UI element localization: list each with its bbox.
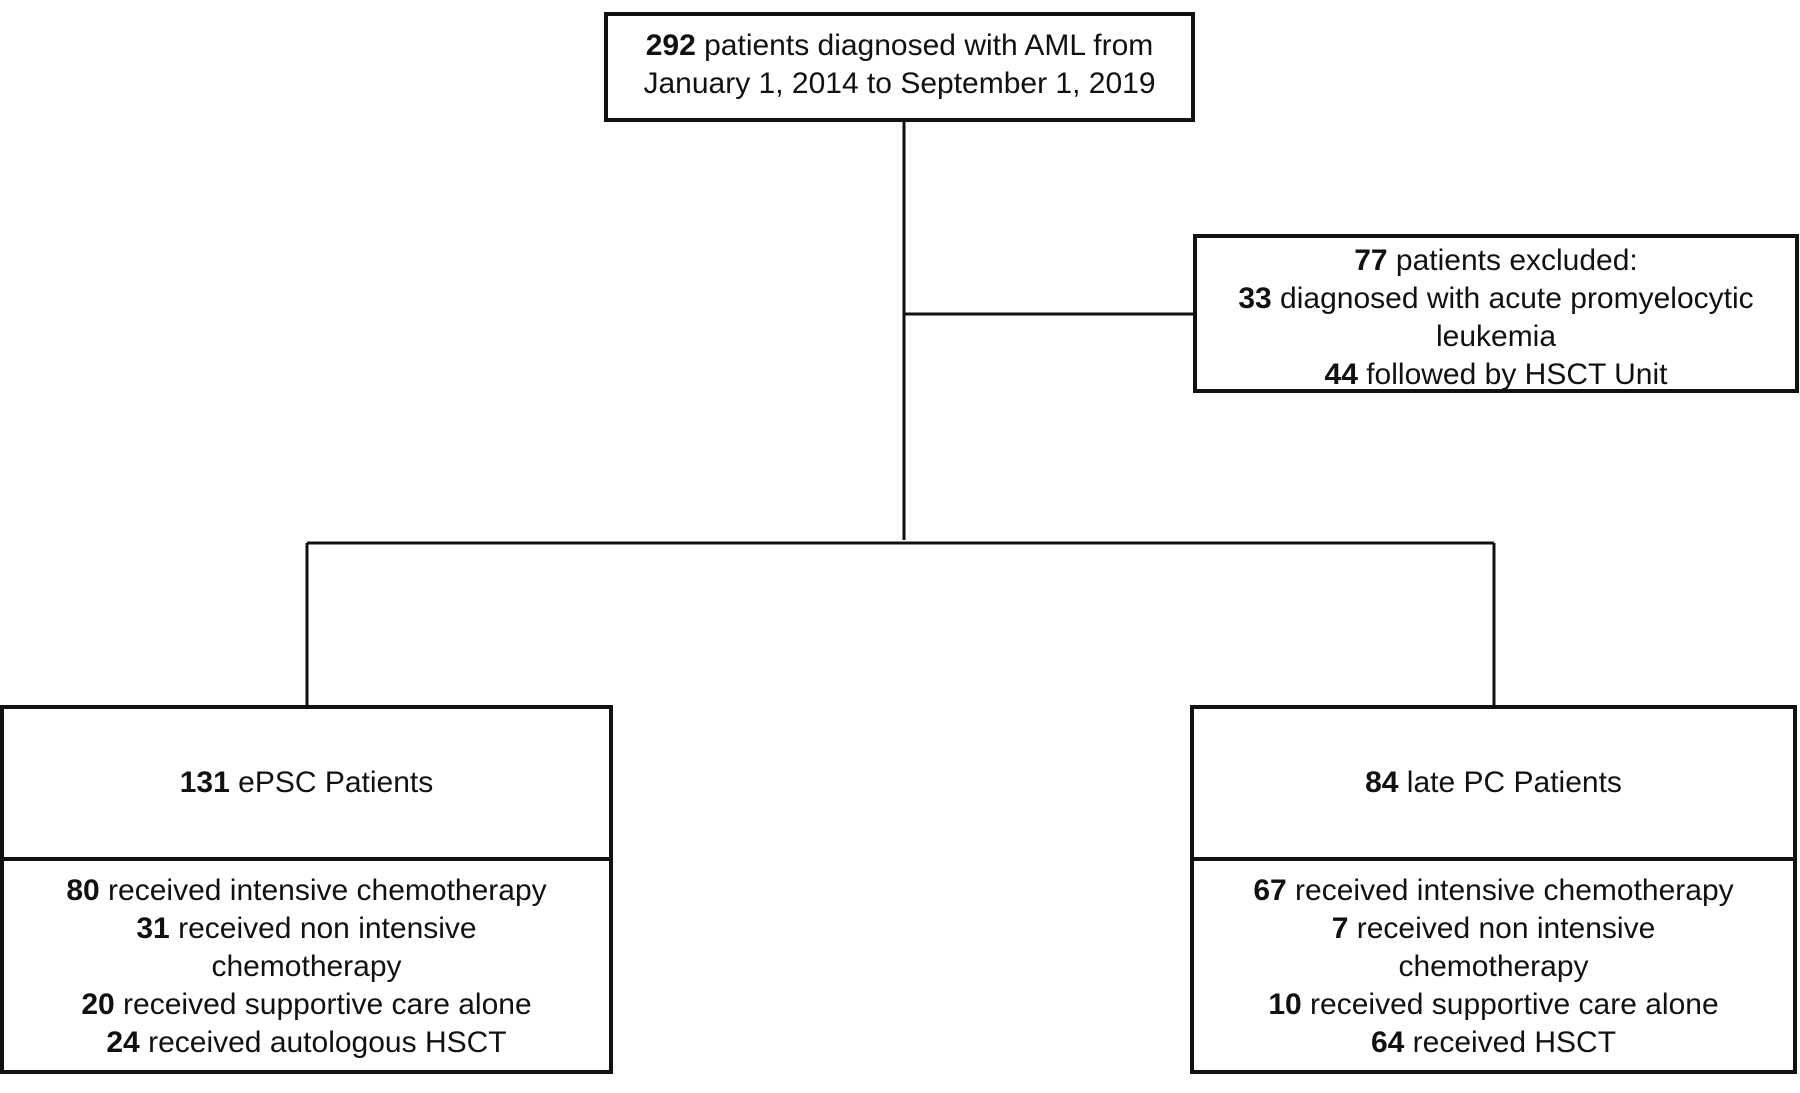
epsc-treatment-text: received autologous HSCT bbox=[139, 1026, 507, 1059]
excluded-count: 77 bbox=[1354, 244, 1388, 277]
late-pc-patients-box: 84 late PC Patients bbox=[1190, 705, 1797, 861]
excluded-text: patients excluded: bbox=[1387, 244, 1638, 277]
excluded-line-2: 33 diagnosed with acute promyelocytic bbox=[1197, 280, 1795, 318]
epsc-title-text: ePSC Patients bbox=[229, 766, 434, 799]
late-pc-treatment-item: 7 received non intensive bbox=[1194, 910, 1793, 948]
late-pc-treatment-item: 64 received HSCT bbox=[1194, 1024, 1793, 1062]
late-pc-treatment-text: received non intensive bbox=[1348, 912, 1656, 945]
excluded-patients-box: 77 patients excluded: 33 diagnosed with … bbox=[1193, 234, 1799, 393]
epsc-treatment-text: received intensive chemotherapy bbox=[99, 874, 547, 907]
epsc-treatment-item: 20 received supportive care alone bbox=[4, 986, 609, 1024]
apl-count: 33 bbox=[1238, 282, 1272, 315]
epsc-count: 131 bbox=[179, 766, 230, 799]
epsc-treatment-item: chemotherapy bbox=[4, 948, 609, 986]
late-pc-count: 84 bbox=[1365, 766, 1399, 799]
diagnosed-count: 292 bbox=[645, 29, 696, 62]
late-pc-treatment-text: chemotherapy bbox=[1398, 950, 1589, 983]
late-pc-treatment-text: received supportive care alone bbox=[1301, 988, 1719, 1021]
epsc-treatment-box: 80 received intensive chemotherapy 31 re… bbox=[0, 857, 613, 1074]
epsc-treatment-count: 80 bbox=[66, 874, 100, 907]
epsc-treatment-count: 24 bbox=[106, 1026, 140, 1059]
diagnosed-text: patients diagnosed with AML from bbox=[695, 29, 1154, 62]
epsc-treatment-item: 24 received autologous HSCT bbox=[4, 1024, 609, 1062]
excluded-line-4: 44 followed by HSCT Unit bbox=[1197, 356, 1795, 394]
epsc-treatment-text: received non intensive bbox=[169, 912, 477, 945]
diagnosed-patients-line-1: 292 patients diagnosed with AML from bbox=[608, 27, 1191, 65]
late-pc-treatment-item: 67 received intensive chemotherapy bbox=[1194, 872, 1793, 910]
late-pc-treatment-text: received intensive chemotherapy bbox=[1286, 874, 1734, 907]
late-pc-treatment-count: 10 bbox=[1268, 988, 1302, 1021]
epsc-treatment-text: received supportive care alone bbox=[114, 988, 532, 1021]
hsct-unit-count: 44 bbox=[1324, 358, 1358, 391]
epsc-title: 131 ePSC Patients bbox=[180, 764, 434, 802]
late-pc-title-text: late PC Patients bbox=[1398, 766, 1622, 799]
late-pc-treatment-count: 67 bbox=[1253, 874, 1287, 907]
excluded-line-1: 77 patients excluded: bbox=[1197, 242, 1795, 280]
late-pc-treatment-count: 64 bbox=[1370, 1026, 1405, 1059]
epsc-treatment-text: chemotherapy bbox=[211, 950, 402, 983]
late-pc-title: 84 late PC Patients bbox=[1365, 764, 1622, 802]
diagnosed-patients-box: 292 patients diagnosed with AML from Jan… bbox=[604, 12, 1195, 122]
excluded-line-3: leukemia bbox=[1435, 320, 1557, 353]
epsc-treatment-item: 80 received intensive chemotherapy bbox=[4, 872, 609, 910]
late-pc-treatment-count: 7 bbox=[1331, 912, 1349, 945]
epsc-treatment-item: 31 received non intensive bbox=[4, 910, 609, 948]
late-pc-treatment-box: 67 received intensive chemotherapy 7 rec… bbox=[1190, 857, 1797, 1074]
hsct-unit-text: followed by HSCT Unit bbox=[1357, 358, 1668, 391]
apl-text: diagnosed with acute promyelocytic bbox=[1271, 282, 1754, 315]
late-pc-treatment-text: received HSCT bbox=[1404, 1026, 1617, 1059]
late-pc-treatment-item: chemotherapy bbox=[1194, 948, 1793, 986]
epsc-treatment-count: 31 bbox=[136, 912, 170, 945]
epsc-patients-box: 131 ePSC Patients bbox=[0, 705, 613, 861]
late-pc-treatment-item: 10 received supportive care alone bbox=[1194, 986, 1793, 1024]
diagnosed-date-range: January 1, 2014 to September 1, 2019 bbox=[643, 67, 1156, 100]
epsc-treatment-count: 20 bbox=[81, 988, 115, 1021]
